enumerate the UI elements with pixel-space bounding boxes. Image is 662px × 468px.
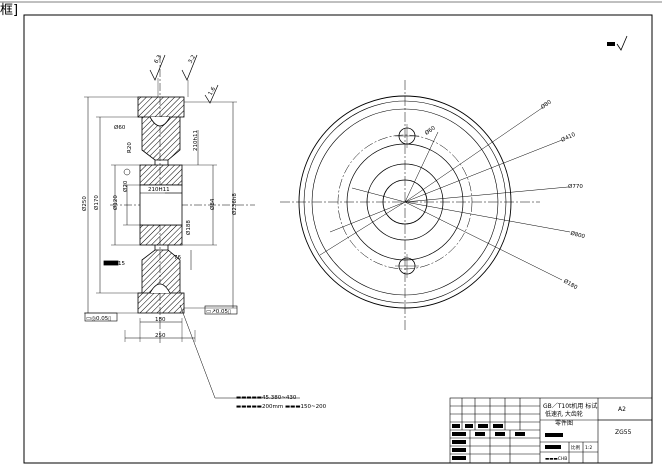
dim-top-hub: 210h11 (193, 130, 199, 151)
leader-note-1: ▬▬▬▬▬45.380~430 (236, 395, 297, 401)
dim-mid-num: 15 (118, 261, 125, 267)
dim-hub-ring: Ø84 (209, 198, 216, 210)
dim-width-1: 180 (155, 317, 166, 323)
front-view (280, 80, 571, 330)
general-roughness-symbol (607, 35, 628, 51)
dim-small: Ø20 (122, 180, 129, 192)
front-dim-1: Ø80 (539, 98, 553, 111)
sheet-size: A2 (618, 406, 626, 413)
roughness-top-right: 3.2 (188, 54, 198, 65)
dim-groove: R20 (127, 142, 133, 153)
section-view (84, 54, 300, 399)
pitch-circle (337, 134, 473, 270)
leader-line (179, 304, 216, 399)
outer-circle-2 (303, 100, 507, 304)
lower-hub-section (139, 224, 183, 246)
front-dim-5: Ø800 (570, 230, 587, 241)
title-line-3: 零件图 (555, 419, 573, 427)
front-dim-3: Ø410 (560, 131, 577, 144)
dim-width-2: 250 (155, 333, 166, 339)
lower-rim-section (137, 249, 185, 314)
dim-right-inner: Ø188 (185, 220, 192, 235)
front-dim-2: Ø60 (423, 124, 437, 137)
title-block (449, 397, 653, 464)
title-block-fills (452, 424, 563, 460)
hub-circle (366, 163, 444, 241)
dim-outer-1: Ø250 (81, 196, 88, 211)
upper-rim-section (137, 96, 185, 161)
scale-label: 比例 (571, 444, 580, 451)
scale-value: 1:2 (585, 445, 592, 451)
outer-circle-3 (311, 108, 499, 296)
outer-circle-1 (298, 95, 512, 309)
tolerance-right: ▭↗0.05▯ (206, 309, 231, 315)
outer-frame (23, 14, 653, 464)
front-dim-6: Ø180 (562, 278, 579, 292)
dim-right-outer: Ø236h8 (231, 193, 238, 215)
title-code: ▬▬▬CHB (545, 456, 567, 462)
upper-hub-section (139, 164, 183, 186)
title-line-1: GB／T10t机用 标试 (543, 402, 597, 410)
title-line-2: 低速孔 大齿轮 (545, 410, 583, 418)
tolerance-left: ▭◎0.05▯ (86, 316, 111, 322)
front-dim-4: Ø770 (568, 183, 583, 190)
corner-label: 框] (0, 3, 19, 18)
dim-key: 210H11 (148, 187, 170, 193)
drawing-number: ZG55 (615, 429, 632, 436)
dim-hole: Ø120 (112, 195, 119, 210)
roughness-top-right-2: 1.6 (208, 86, 218, 97)
bore-circle (382, 179, 428, 225)
roughness-top-left: 6.3 (154, 54, 164, 65)
dim-bore-small: Ø60 (114, 124, 126, 131)
leader-note-2: ▬▬▬▬▬200mm ▬▬▬150~200 (236, 404, 327, 410)
dim-outer-2: Ø170 (93, 195, 100, 210)
dim-bottom-num: 76 (174, 255, 181, 261)
